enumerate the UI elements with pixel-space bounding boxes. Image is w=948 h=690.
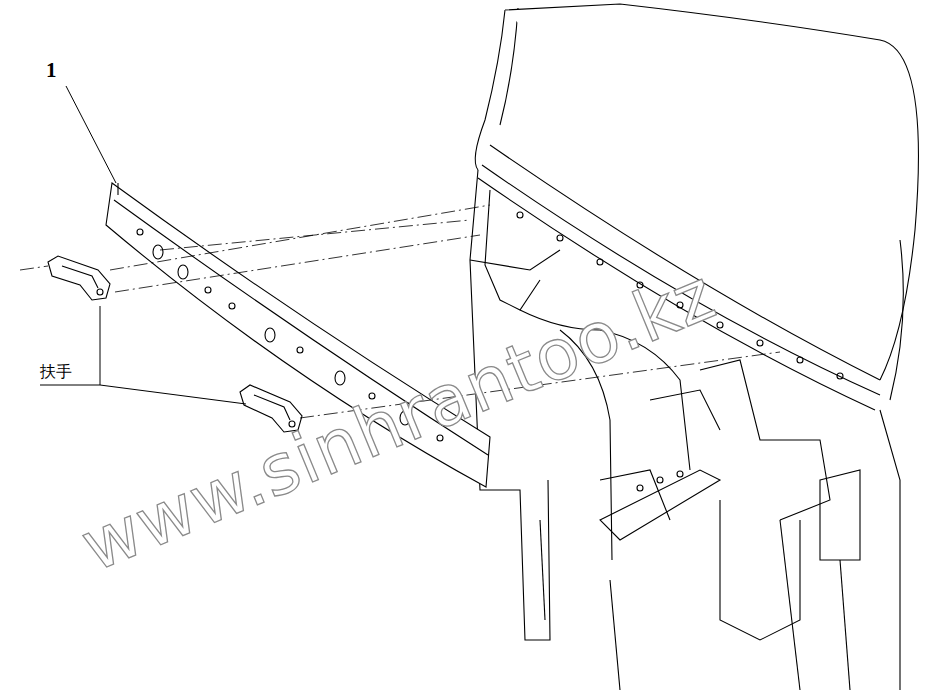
watermark: www.sinhrantoo.kz (70, 253, 727, 588)
callout-number: 1 (46, 58, 57, 83)
part-name: 扶手 (40, 362, 72, 383)
